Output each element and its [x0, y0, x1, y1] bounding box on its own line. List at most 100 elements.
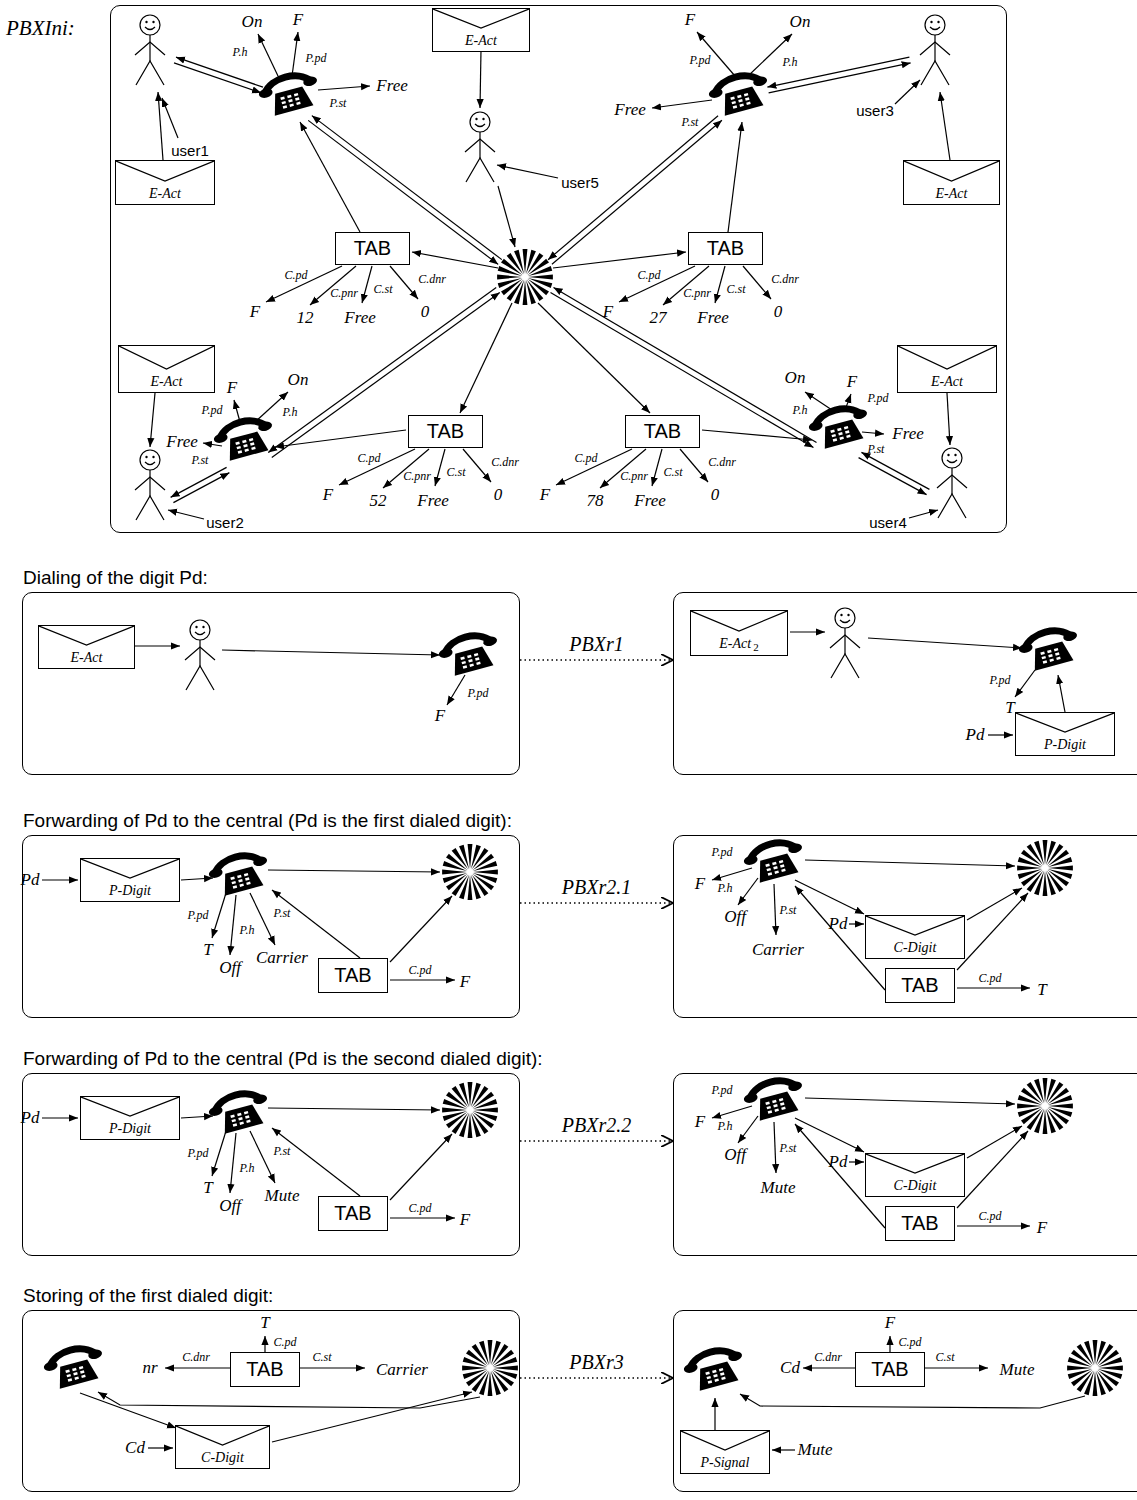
arrow-line	[795, 1118, 864, 1152]
attribute-value: Off	[724, 1145, 746, 1165]
attribute-value: Carrier	[376, 1360, 428, 1380]
envelope-text: E-Act	[936, 184, 968, 202]
phone-key	[246, 882, 251, 885]
central-ray	[1046, 871, 1056, 895]
user-body	[149, 35, 150, 61]
arrow-line	[849, 1161, 864, 1162]
table-name: TAB	[334, 964, 371, 987]
central-ray	[1017, 866, 1042, 871]
attribute-arrow	[230, 1133, 236, 1193]
arrow-line	[148, 1447, 173, 1448]
phone-key	[474, 653, 479, 656]
attribute-arrow	[212, 1131, 226, 1176]
attribute-name: P.pd	[690, 53, 711, 68]
envelope-text: E-Act	[71, 648, 103, 666]
message-envelope: P-Digit	[1015, 712, 1115, 756]
user-legs	[831, 654, 859, 678]
central-ray	[459, 845, 469, 869]
attribute-name: C.st	[726, 282, 745, 297]
heading-anchor: Forwarding of Pd to the central (Pd is t…	[23, 1048, 543, 1070]
user-body	[199, 640, 200, 666]
attribute-arrow	[362, 266, 372, 303]
central-ray	[488, 1371, 493, 1396]
phone-key	[242, 440, 247, 443]
table-box: TAB	[318, 958, 388, 993]
attribute-arrow	[255, 392, 288, 422]
attribute-name: C.pd	[408, 1201, 431, 1216]
envelope-fold	[898, 346, 996, 369]
phone-base	[219, 865, 263, 896]
attribute-name: P.h	[718, 881, 733, 896]
central-ray	[1096, 1371, 1106, 1395]
attribute-value: Free	[614, 100, 645, 120]
central-ray	[1098, 1366, 1123, 1371]
attribute-name: C.dnr	[491, 455, 519, 470]
phone-base	[754, 1090, 798, 1121]
envelope-text: P-Signal	[701, 1453, 750, 1471]
attribute-value: 12	[297, 308, 314, 328]
attribute-arrow	[390, 1217, 455, 1218]
phone-key	[282, 101, 287, 104]
envelope-text: E-Act	[931, 372, 963, 390]
central-ray	[443, 1111, 467, 1121]
rule-panel: E-Act2P-Digit	[673, 592, 1137, 775]
phone-key	[780, 1102, 785, 1105]
phone-key	[846, 435, 851, 438]
phone-key	[772, 862, 777, 865]
phone-mouthpiece	[787, 842, 803, 854]
leader-line	[909, 510, 938, 518]
table-box: TAB	[688, 232, 763, 265]
attribute-value: F	[603, 302, 613, 322]
link-arrow	[173, 473, 229, 503]
envelope-fold	[866, 916, 964, 935]
phone-key	[463, 665, 468, 668]
attribute-value: Free	[344, 308, 375, 328]
user-head	[925, 15, 945, 35]
telephone-icon	[741, 1074, 808, 1123]
table-name: TAB	[901, 974, 938, 997]
attribute-value: Pd	[21, 870, 40, 890]
arrow-line	[300, 122, 360, 232]
phone-key	[1047, 650, 1052, 653]
attribute-name: P.st	[274, 906, 291, 921]
central-ray	[1017, 1104, 1042, 1109]
central-ray	[442, 1108, 467, 1113]
table-name: TAB	[901, 1212, 938, 1235]
rule-arrow	[520, 1377, 673, 1379]
message-name: P-Digit	[109, 1121, 151, 1137]
rule-arrow	[520, 902, 673, 904]
attribute-value: Cd	[125, 1438, 145, 1458]
phone-base	[449, 645, 493, 676]
central-ray	[1093, 1371, 1098, 1396]
phone-key	[296, 102, 301, 105]
message-name: P-Signal	[701, 1455, 750, 1471]
phone-key	[774, 870, 779, 873]
phone-key	[839, 436, 844, 439]
phone-key	[467, 655, 472, 658]
user-arms	[185, 647, 215, 660]
phone-base	[719, 85, 763, 116]
attribute-name: P.h	[240, 1161, 255, 1176]
phone-key	[774, 1108, 779, 1111]
phone-key	[730, 97, 735, 100]
attribute-name: P.st	[780, 1141, 797, 1156]
attribute-name: P.pd	[202, 403, 223, 418]
table-name: TAB	[871, 1358, 908, 1381]
attribute-arrow	[743, 266, 771, 299]
attribute-arrow	[250, 893, 275, 945]
central-exchange	[1017, 1078, 1073, 1134]
rule-arrow	[520, 659, 673, 661]
link-arrow	[176, 57, 263, 87]
attribute-name: C.st	[312, 1350, 331, 1365]
central-ray	[1018, 1107, 1042, 1117]
user-smile	[930, 27, 940, 30]
envelope-fold	[904, 161, 999, 181]
message-envelope: E-Act	[115, 160, 215, 205]
attribute-arrow	[318, 86, 370, 90]
attribute-value: F	[685, 10, 695, 30]
leader-line	[497, 165, 558, 178]
telephone-icon	[1016, 624, 1083, 673]
panel-heading: PBXIni:	[6, 16, 75, 41]
user-head	[942, 448, 962, 468]
phone-key	[744, 93, 749, 96]
